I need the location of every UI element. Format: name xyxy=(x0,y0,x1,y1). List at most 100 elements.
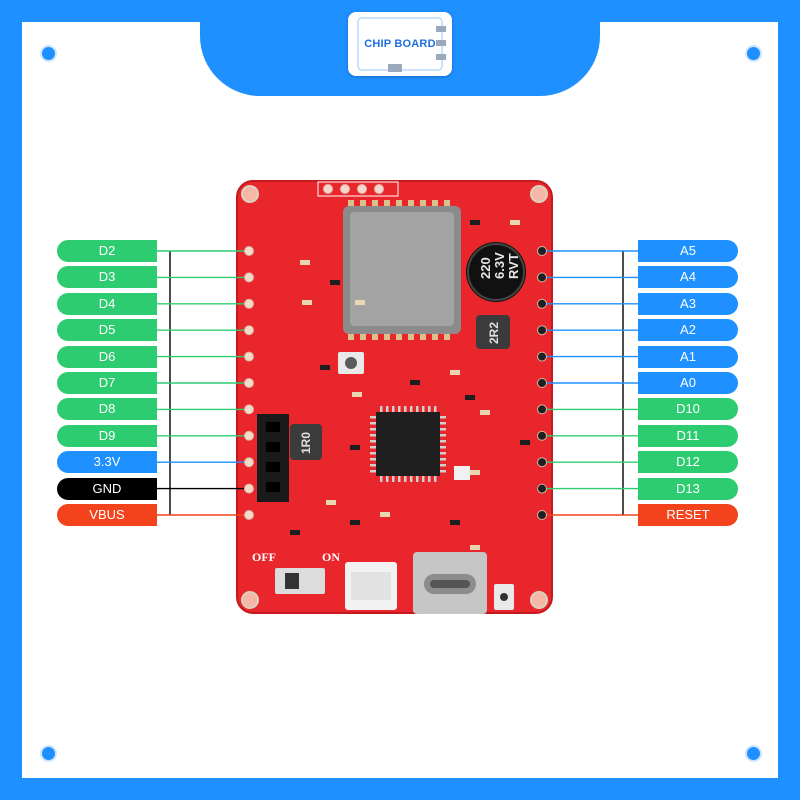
header-pad-right xyxy=(537,246,547,256)
mounting-hole-4 xyxy=(530,591,548,609)
mcu-pin xyxy=(440,422,446,425)
rf-module-pin xyxy=(420,200,426,206)
smd-part xyxy=(410,380,420,385)
mcu-pin xyxy=(370,446,376,449)
capacitor-label: RVT xyxy=(506,253,521,279)
mcu-pin xyxy=(404,406,407,412)
header-pad-left xyxy=(244,430,254,441)
mcu-pin xyxy=(410,406,413,412)
smd-part xyxy=(510,220,520,225)
mcu-pin xyxy=(422,406,425,412)
smd-part xyxy=(320,365,330,370)
mcu-pin xyxy=(440,416,446,419)
pin-label-d5: D5 xyxy=(57,319,157,342)
smd-part xyxy=(300,260,310,265)
pin-label-d9: D9 xyxy=(57,424,157,447)
corner-dot-top-right xyxy=(745,45,762,62)
mcu-pin xyxy=(380,406,383,412)
top-header-pad xyxy=(323,184,333,194)
smd-part xyxy=(520,440,530,445)
header-pad-right xyxy=(537,510,547,520)
main-mcu-chip xyxy=(376,412,440,476)
chip-board-logo: CHIP BOARD xyxy=(348,12,452,76)
pin-label-a3: A3 xyxy=(638,292,738,315)
smd-part xyxy=(470,545,480,550)
inductor-2r2 xyxy=(476,315,510,349)
mcu-pin xyxy=(370,470,376,473)
reset-switch-cap xyxy=(500,593,508,601)
header-pad-left xyxy=(244,510,254,520)
rf-module-pin xyxy=(432,334,438,340)
header-pad-right xyxy=(537,404,547,415)
smd-part xyxy=(326,500,336,505)
mcu-pin xyxy=(440,464,446,467)
smd-part xyxy=(290,530,300,535)
mcu-pin xyxy=(434,476,437,482)
female-header-socket xyxy=(266,482,280,492)
pin-label-a0: A0 xyxy=(638,372,738,394)
rf-module-pin xyxy=(348,200,354,206)
smd-part xyxy=(470,220,480,225)
mcu-pin xyxy=(386,406,389,412)
smd-part xyxy=(450,520,460,525)
mcu-pin xyxy=(440,470,446,473)
mcu-pin xyxy=(440,458,446,461)
mcu-pin xyxy=(416,476,419,482)
usb-c-tongue xyxy=(430,580,470,588)
smd-part xyxy=(465,395,475,400)
inductor-2r2-label: 2R2 xyxy=(487,322,501,344)
rf-module-pin xyxy=(384,200,390,206)
logo-board-icon xyxy=(357,17,446,72)
pin-label-a4: A4 xyxy=(638,266,738,289)
rf-module-pin xyxy=(348,334,354,340)
mounting-hole-2 xyxy=(530,185,548,203)
smd-part xyxy=(302,300,312,305)
corner-dot-top-left xyxy=(40,45,57,62)
rf-module-pin xyxy=(396,334,402,340)
header-pad-left xyxy=(244,298,254,309)
inductor-1r0 xyxy=(290,424,322,460)
header-pad-left xyxy=(244,351,254,362)
female-header-socket xyxy=(266,422,280,432)
header-pad-left xyxy=(244,404,254,415)
smd-part xyxy=(470,470,480,475)
mcu-pin xyxy=(440,440,446,443)
header-pad-left xyxy=(244,246,254,256)
mcu-pin xyxy=(392,476,395,482)
mcu-pin xyxy=(392,406,395,412)
slide-switch-knob xyxy=(285,573,299,589)
pin-label-gnd: GND xyxy=(57,477,157,500)
header-pad-right xyxy=(537,378,547,388)
mcu-pin xyxy=(380,476,383,482)
mounting-hole-3 xyxy=(241,591,259,609)
female-header-socket xyxy=(266,462,280,472)
header-pad-right xyxy=(537,430,547,441)
capacitor-label: 6.3V xyxy=(492,252,507,279)
pin-label-d10: D10 xyxy=(638,398,738,421)
top-header-outline xyxy=(317,181,399,197)
push-button-cap xyxy=(345,357,357,369)
pin-label-d6: D6 xyxy=(57,345,157,368)
mcu-pin xyxy=(386,476,389,482)
smd-part xyxy=(480,410,490,415)
mcu-pin xyxy=(370,452,376,455)
rf-module-pin xyxy=(444,334,450,340)
rf-module-pin xyxy=(408,200,414,206)
mcu-pin xyxy=(370,428,376,431)
pin-label-d4: D4 xyxy=(57,292,157,315)
rf-module-pin xyxy=(360,334,366,340)
rf-module-pin xyxy=(420,334,426,340)
header-pad-right xyxy=(537,325,547,336)
rf-module-pin xyxy=(408,334,414,340)
rf-module-pin xyxy=(396,200,402,206)
header-pad-left xyxy=(244,483,254,494)
corner-dot-bottom-right xyxy=(745,745,762,762)
mcu-pin xyxy=(440,428,446,431)
rf-module-pin xyxy=(444,200,450,206)
pin-label-vbus: VBUS xyxy=(57,504,157,526)
pcb-board-edge xyxy=(236,180,553,614)
pin-label-33v: 3.3V xyxy=(57,451,157,474)
rf-module-pin xyxy=(384,334,390,340)
rf-module-pin xyxy=(432,200,438,206)
